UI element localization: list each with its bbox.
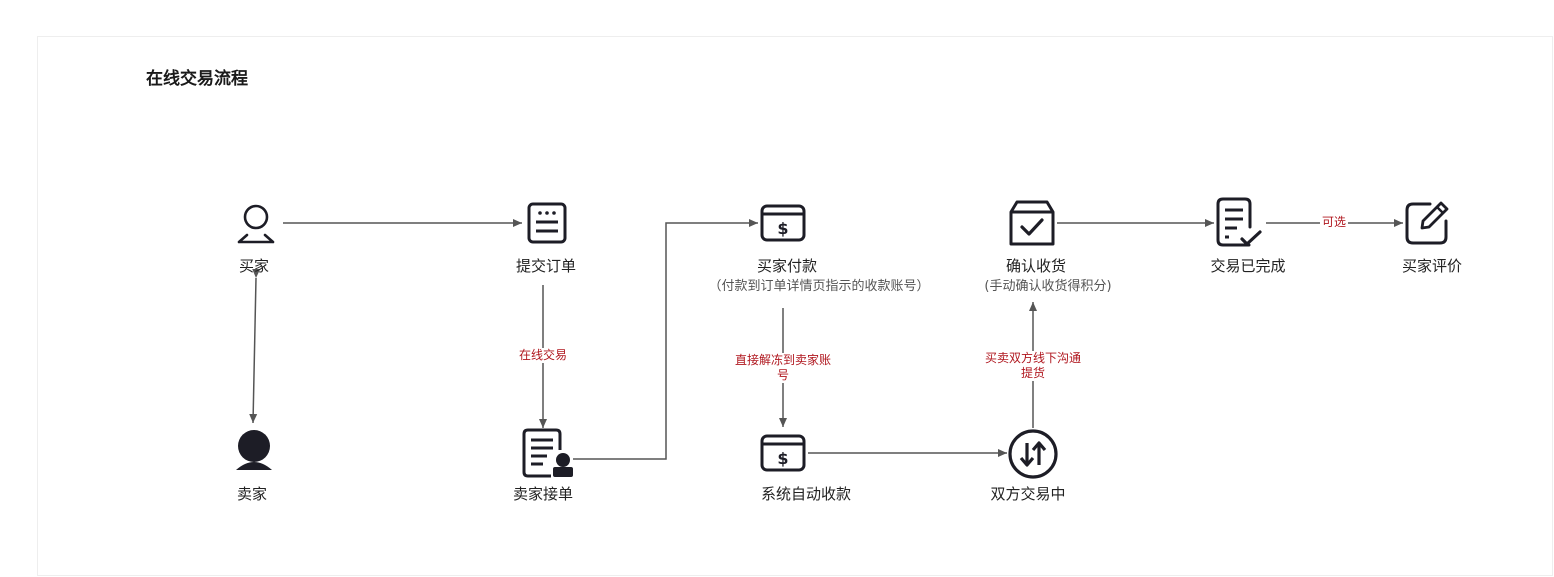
- node-label-seller-accept: 卖家接单: [512, 485, 574, 503]
- node-label-buyer: 买家: [238, 257, 270, 275]
- node-label-seller: 卖家: [236, 485, 268, 503]
- svg-text:$: $: [777, 219, 788, 238]
- document-icon: [526, 202, 568, 248]
- edge-accept-to-pay: [573, 219, 758, 460]
- edge-label-optional: 可选: [1319, 215, 1349, 230]
- payment-card-icon: $: [760, 433, 806, 477]
- node-sub-confirm-receipt: (手动确认收货得积分): [984, 279, 1112, 294]
- node-label-trade-done: 交易已完成: [1210, 257, 1286, 275]
- node-sub-buyer-pay: （付款到订单详情页指示的收款账号）: [708, 279, 930, 294]
- edit-icon: [1404, 200, 1450, 250]
- edge-buyer-seller: [249, 268, 261, 424]
- diagram-panel: [37, 36, 1553, 576]
- checklist-icon: [1215, 197, 1265, 253]
- box-check-icon: [1009, 199, 1055, 251]
- node-label-buyer-review: 买家评价: [1401, 257, 1463, 275]
- user-outline-icon: [234, 201, 278, 249]
- certificate-icon: [521, 428, 573, 484]
- node-label-submit-order: 提交订单: [515, 257, 577, 275]
- exchange-icon: [1007, 428, 1059, 484]
- node-label-both-trading: 双方交易中: [990, 485, 1066, 503]
- edge-label-unfreeze: 直接解冻到卖家账号: [731, 353, 835, 383]
- payment-card-icon: $: [760, 203, 806, 247]
- edge-label-online-trade: 在线交易: [516, 348, 570, 363]
- node-label-buyer-pay: 买家付款: [756, 257, 818, 275]
- edge-label-offline-pickup: 买卖双方线下沟通提货: [981, 351, 1085, 381]
- user-solid-icon: [232, 428, 276, 476]
- diagram-title: 在线交易流程: [146, 69, 248, 89]
- node-label-auto-collect: 系统自动收款: [760, 485, 852, 503]
- node-label-confirm-receipt: 确认收货: [1005, 257, 1067, 275]
- svg-text:$: $: [777, 449, 788, 468]
